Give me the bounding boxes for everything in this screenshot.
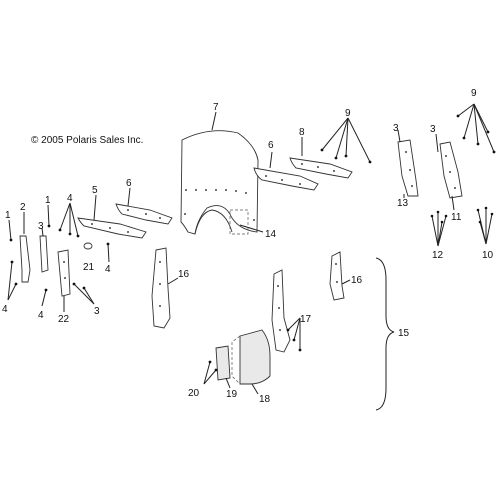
callout-5: 5 — [92, 185, 98, 196]
callout-14: 14 — [265, 229, 277, 240]
callout-7: 7 — [213, 102, 219, 113]
bracket-part-3-left — [39, 235, 49, 273]
callout-1-left: 1 — [5, 210, 11, 221]
callout-9-right: 9 — [471, 88, 477, 99]
bracket-part-22 — [57, 249, 71, 297]
callout-3-right-a: 3 — [393, 123, 399, 134]
callout-9-middle: 9 — [345, 108, 351, 119]
callout-20: 20 — [188, 388, 200, 399]
callout-19: 19 — [226, 389, 238, 400]
callout-1-middle: 1 — [45, 195, 51, 206]
callout-4-upper: 4 — [67, 193, 73, 204]
plate-part-19 — [215, 345, 231, 381]
callout-8: 8 — [299, 127, 305, 138]
callout-17: 17 — [300, 314, 312, 325]
callout-18: 18 — [259, 394, 271, 405]
callout-12: 12 — [432, 250, 444, 261]
copyright-notice: © 2005 Polaris Sales Inc. — [31, 135, 143, 146]
callout-16-right: 16 — [351, 275, 363, 286]
mount-part-16-left — [151, 247, 171, 329]
hardware-kit-part-10 — [476, 206, 494, 245]
panel-part-18 — [231, 329, 271, 385]
deflector-part-8 — [289, 157, 353, 179]
mount-part-16-right — [271, 251, 345, 353]
deflector-part-6-upper — [253, 167, 319, 191]
callout-13: 13 — [397, 198, 409, 209]
callout-21: 21 — [83, 262, 95, 273]
callout-4-lower-middle: 4 — [38, 310, 44, 321]
deflector-part-6-left — [115, 203, 173, 225]
callout-6-upper: 6 — [268, 140, 274, 151]
callout-4-lower-left: 4 — [2, 304, 8, 315]
callout-3-right-b: 3 — [430, 124, 436, 135]
mount-bracket-part-11 — [439, 141, 463, 199]
callout-22: 22 — [58, 314, 70, 325]
callout-10: 10 — [482, 250, 494, 261]
callout-3-left: 3 — [38, 221, 44, 232]
hardware-kit-part-12 — [430, 210, 448, 247]
callout-2: 2 — [20, 202, 26, 213]
deflector-part-5 — [77, 217, 147, 239]
callout-4-middle: 4 — [105, 264, 111, 275]
mount-bracket-part-13 — [397, 139, 419, 197]
bracket-part-2 — [19, 235, 31, 283]
grommet-part-21 — [83, 242, 93, 250]
callout-15: 15 — [398, 328, 410, 339]
windshield-part-7 — [180, 130, 259, 235]
group-brace-15 — [375, 257, 395, 411]
callout-16-left: 16 — [178, 269, 190, 280]
callout-11: 11 — [451, 212, 462, 223]
callout-6-left: 6 — [126, 178, 132, 189]
callout-3-lower-left: 3 — [94, 306, 100, 317]
